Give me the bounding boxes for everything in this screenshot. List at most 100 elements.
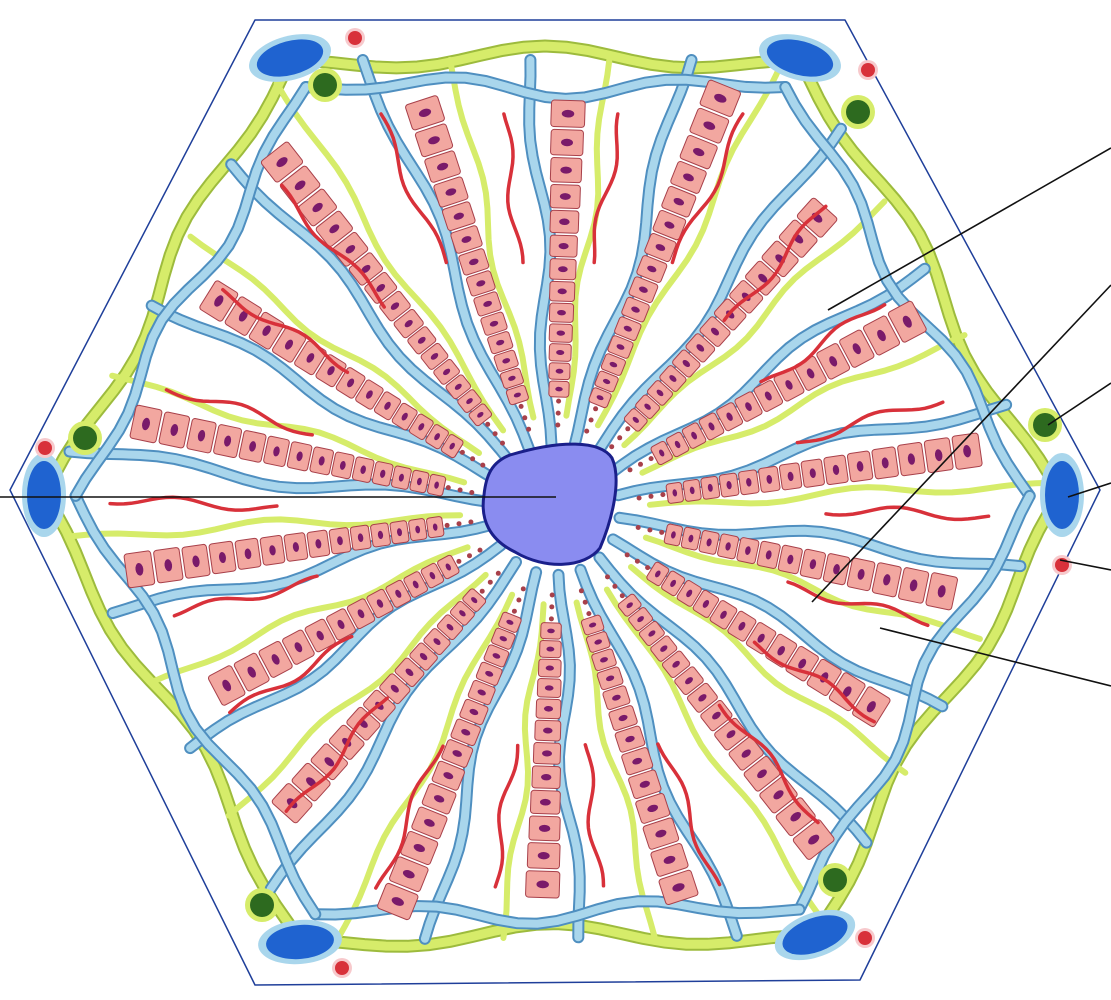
bile-radial-canaliculus [447, 57, 537, 421]
central-vein [481, 442, 618, 566]
hepatocyte [672, 349, 701, 378]
portal-triad [1028, 408, 1084, 575]
hepatocyte-dot [549, 604, 555, 610]
hepatocyte [594, 370, 619, 393]
hepatocyte [549, 209, 580, 234]
hepatocyte [224, 296, 262, 336]
hepatocyte-dot [659, 529, 665, 535]
hepatocyte-nucleus [632, 416, 639, 423]
hepatocyte-nucleus [273, 446, 280, 457]
hepatocyte [433, 176, 469, 208]
sinusoid-perimeter [71, 491, 320, 919]
hepatocyte-nucleus [809, 559, 817, 570]
hepatocyte [650, 440, 673, 466]
hepatic-artery [38, 441, 52, 455]
hepatocyte [738, 469, 760, 496]
hepatocyte-nucleus [294, 180, 306, 191]
hepatocyte [658, 869, 699, 906]
hepatocyte [775, 797, 816, 837]
hepatocyte-nucleus [602, 378, 611, 385]
hepatocyte-nucleus [647, 265, 657, 273]
hepatocyte [650, 635, 678, 662]
hepatic-artery [858, 931, 872, 945]
hepatocyte-nucleus [296, 451, 303, 462]
hepatocyte [674, 666, 704, 696]
hepatocyte-nucleus [655, 570, 661, 578]
hepatocyte [433, 358, 460, 385]
hepatocyte [621, 296, 650, 323]
hepatocyte [411, 806, 448, 840]
hepatocyte-nucleus [637, 616, 644, 623]
hepatocyte [465, 270, 496, 297]
hepatocyte [898, 567, 930, 604]
hepatocyte-nucleus [764, 391, 772, 401]
hepatocyte-nucleus [655, 244, 666, 251]
sinusoid [266, 558, 520, 893]
hepatocyte-nucleus [434, 481, 439, 489]
hepatocyte-nucleus [909, 579, 918, 592]
hepatocyte-dot [468, 519, 474, 525]
bile-duct [846, 100, 870, 124]
hepatocyte [846, 557, 876, 592]
hepatocyte-nucleus [418, 423, 425, 431]
hepatocyte-nucleus [445, 563, 451, 571]
hepatocyte [698, 530, 720, 555]
hepatocyte [213, 424, 243, 459]
hepatocyte [681, 422, 707, 449]
hepatocyte [458, 248, 490, 276]
hepatocyte-nucleus [417, 336, 426, 344]
hepatocyte-nucleus [746, 478, 752, 487]
hepatocyte [700, 699, 733, 732]
hepatocyte-nucleus [765, 550, 772, 560]
hepatocyte [799, 548, 827, 580]
arteriole [502, 112, 525, 265]
hepatocyte [528, 815, 561, 842]
hepatocyte-dot [556, 398, 562, 404]
hepatocyte [897, 442, 926, 477]
hepatocyte-nucleus [663, 855, 676, 864]
hepatocyte-nucleus [689, 486, 695, 495]
hepatocyte [366, 588, 394, 619]
hepatocyte [158, 411, 191, 449]
hepatocyte-dot [555, 422, 561, 428]
hepatocyte [487, 331, 514, 355]
hepatocyte [505, 384, 529, 406]
hepatocyte-nucleus [881, 457, 889, 469]
portal-vein [266, 924, 334, 960]
portal-triads [22, 28, 1084, 978]
hepatocyte-nucleus [508, 375, 516, 381]
hepatocyte-nucleus [757, 769, 767, 779]
sinusoid [590, 124, 845, 462]
hepatocyte [585, 631, 611, 653]
hepatocyte [646, 561, 670, 587]
hepatocyte-nucleus [506, 619, 514, 625]
hepatocyte-nucleus [555, 386, 563, 392]
hepatocyte [181, 543, 211, 579]
hepatocyte-nucleus [347, 378, 355, 388]
hepatocyte [548, 343, 572, 362]
hepatocyte [259, 534, 286, 566]
hepatocyte-nucleus [559, 218, 570, 226]
hepatocyte [600, 353, 626, 376]
hepatocyte-nucleus [292, 542, 299, 552]
hepatocyte-nucleus [541, 773, 552, 781]
hepatocyte-dot [456, 558, 462, 564]
hepatocyte-nucleus [284, 339, 294, 350]
hepatocyte [385, 579, 412, 608]
hepatocyte-nucleus [247, 666, 256, 678]
hepatocyte-dot [495, 570, 501, 576]
hepatocyte-dot [584, 428, 590, 434]
hepatocyte-nucleus [626, 602, 633, 609]
hepatocyte [483, 644, 510, 668]
hepatocyte-nucleus [612, 694, 621, 701]
hepatocyte-dot [555, 410, 561, 416]
hepatocyte [636, 255, 668, 283]
arteriole [759, 303, 887, 384]
hepatocyte-nucleus [558, 266, 568, 273]
hepatocyte-nucleus [829, 356, 838, 367]
hepatocyte [498, 611, 522, 633]
hepatocyte-nucleus [609, 361, 618, 368]
hepatocyte-nucleus [376, 599, 384, 608]
hepatocyte-dot [634, 558, 640, 564]
